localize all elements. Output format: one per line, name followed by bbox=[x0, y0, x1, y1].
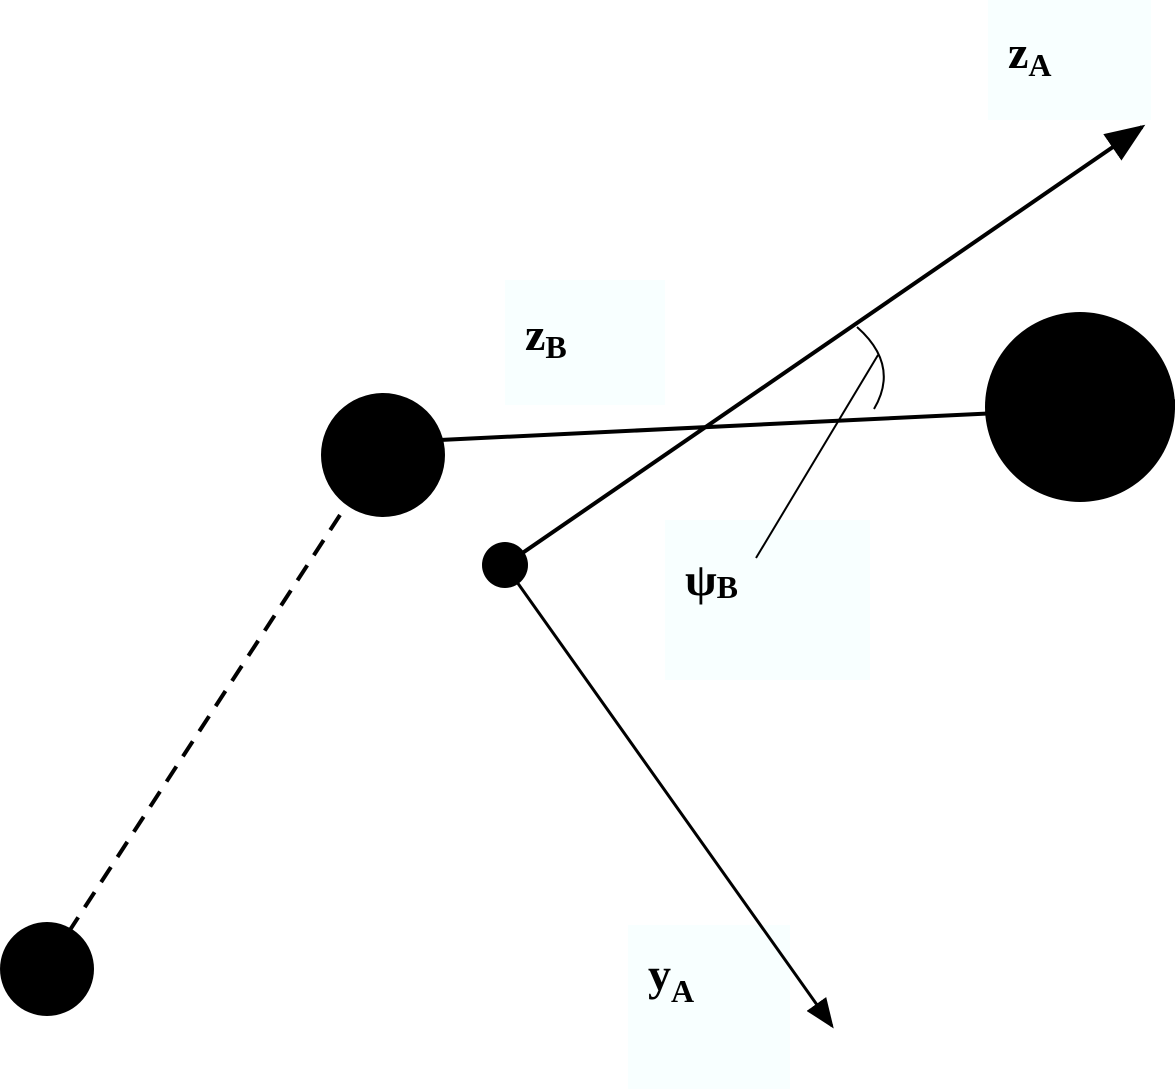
label-box-z-b bbox=[505, 280, 665, 405]
atom-bottom-left bbox=[0, 922, 94, 1016]
angle-pointer-line bbox=[755, 354, 879, 559]
y-a-axis-arrow bbox=[510, 574, 834, 1029]
label-box-psi-b bbox=[665, 520, 870, 680]
dashed-bond bbox=[66, 513, 342, 935]
label-box-y-a bbox=[628, 925, 790, 1089]
label-y-a: yA bbox=[648, 949, 694, 1009]
label-z-a: zA bbox=[1008, 27, 1052, 83]
label-box-z-a bbox=[988, 0, 1151, 120]
label-z-b: zB bbox=[525, 309, 567, 365]
atom-large bbox=[985, 312, 1175, 502]
z-a-axis-arrow bbox=[503, 124, 1146, 567]
label-psi-b: ψB bbox=[685, 554, 738, 605]
atom-origin bbox=[482, 542, 528, 588]
atom-b bbox=[321, 393, 445, 517]
angle-arc bbox=[856, 326, 885, 410]
